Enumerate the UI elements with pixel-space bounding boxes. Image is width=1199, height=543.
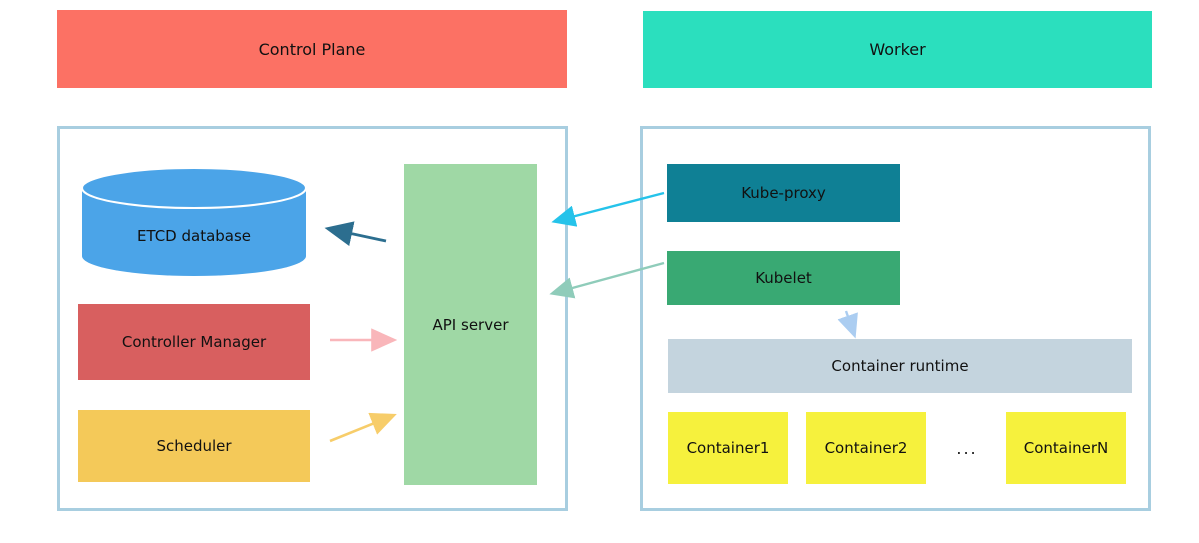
scheduler-label: Scheduler bbox=[156, 437, 232, 455]
node-container-runtime: Container runtime bbox=[668, 339, 1132, 393]
node-container-1: Container1 bbox=[668, 412, 788, 484]
containers-ellipsis: ... bbox=[956, 438, 978, 458]
api-server-label: API server bbox=[432, 315, 509, 334]
node-container-n: ContainerN bbox=[1006, 412, 1126, 484]
node-controller-manager: Controller Manager bbox=[78, 304, 310, 380]
node-scheduler: Scheduler bbox=[78, 410, 310, 482]
container-1-label: Container1 bbox=[686, 439, 770, 457]
kubelet-label: Kubelet bbox=[755, 269, 812, 287]
banner-worker-label: Worker bbox=[869, 40, 926, 59]
etcd-database-label: ETCD database bbox=[136, 227, 252, 245]
node-kube-proxy: Kube-proxy bbox=[667, 164, 900, 222]
container-runtime-label: Container runtime bbox=[831, 357, 969, 375]
banner-control-plane-label: Control Plane bbox=[258, 39, 366, 59]
banner-control-plane: Control Plane bbox=[57, 10, 567, 88]
banner-worker: Worker bbox=[643, 11, 1152, 88]
database-cylinder-icon bbox=[81, 167, 307, 276]
node-kubelet: Kubelet bbox=[667, 251, 900, 305]
container-n-label: ContainerN bbox=[1023, 439, 1109, 457]
node-container-2: Container2 bbox=[806, 412, 926, 484]
container-2-label: Container2 bbox=[824, 439, 908, 457]
node-etcd-database: ETCD database bbox=[80, 166, 308, 278]
node-api-server: API server bbox=[404, 164, 537, 485]
kube-proxy-label: Kube-proxy bbox=[741, 184, 826, 202]
controller-manager-label: Controller Manager bbox=[121, 333, 267, 351]
